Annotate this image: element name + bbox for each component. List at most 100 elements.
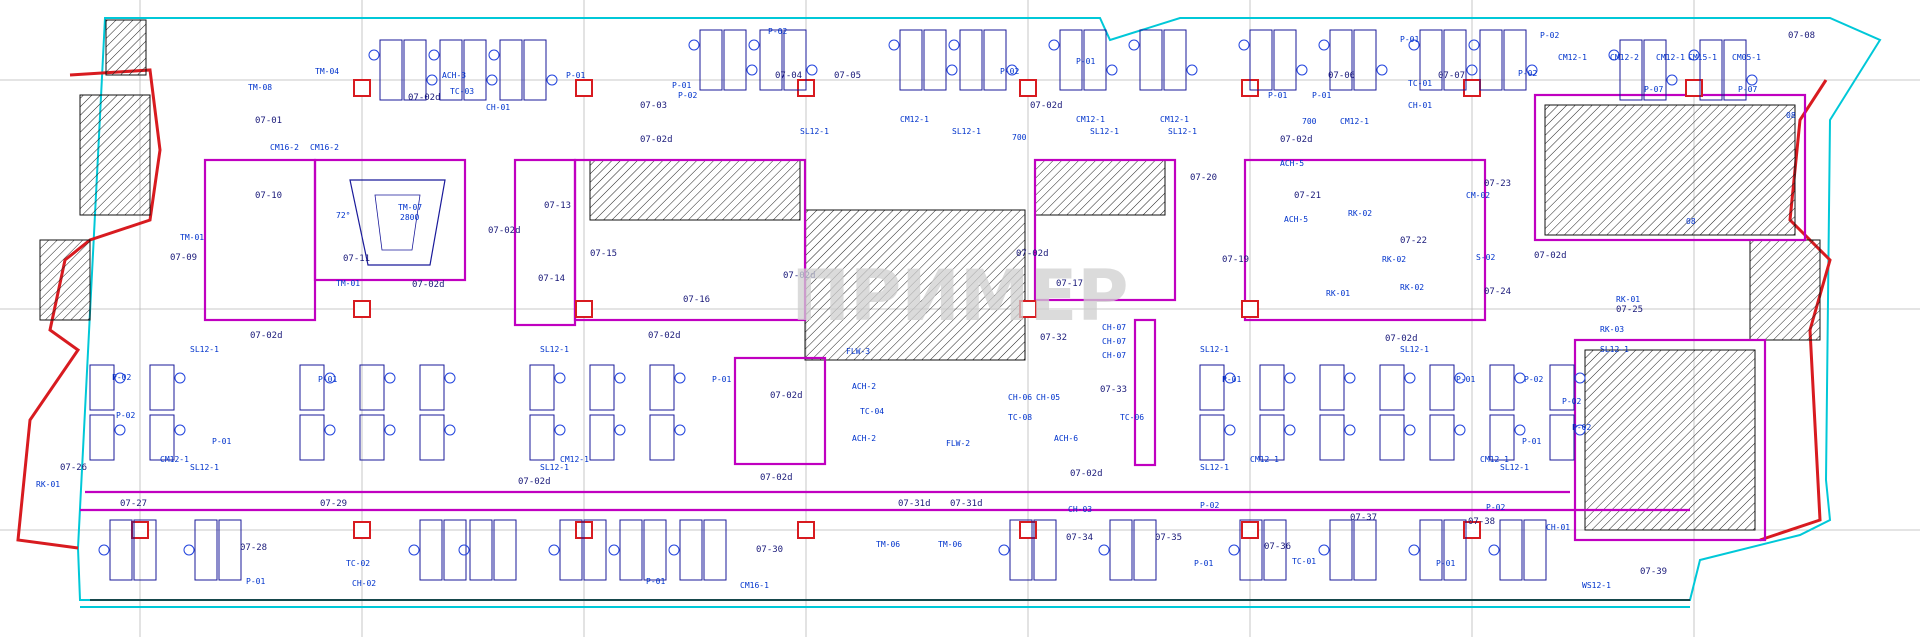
furniture-label: P-01 [1456,375,1475,384]
desk [439,39,463,101]
desk [783,29,807,91]
desk [1329,519,1353,581]
desk [1259,364,1285,411]
furniture-label: FLW-3 [846,347,870,356]
chair [1238,39,1250,51]
furniture-label: P-01 [1400,35,1419,44]
furniture-label: SL12-1 [190,345,219,354]
desk [218,519,242,581]
furniture-label: CH-01 [1546,523,1570,532]
column [797,521,815,539]
furniture-label: RK-01 [1326,289,1350,298]
chair [668,544,680,556]
room-label: 07-31d [898,499,931,509]
desk [1489,414,1515,461]
furniture-label: CH-05 [1036,393,1060,402]
room-label: 07-02d [1030,101,1063,111]
desk [1059,29,1083,91]
furniture-label: P-01 [1522,437,1541,446]
room-label: 07-35 [1155,533,1182,543]
desk [1549,364,1575,411]
chair [1574,424,1586,436]
desk [109,519,133,581]
chair [1454,424,1466,436]
desk [1009,519,1033,581]
furniture-label: CH-02 [352,579,376,588]
room-label: 07-29 [320,499,347,509]
desk [359,364,385,411]
chair [1488,544,1500,556]
room-label: 07-38 [1468,517,1495,527]
chair [174,424,186,436]
furniture-label: TM-06 [876,540,900,549]
chair [444,424,456,436]
room-label: 07-02d [648,331,681,341]
stair-core-left [79,94,151,216]
furniture-label: 700 [1302,117,1317,126]
chair [1318,544,1330,556]
desk [1239,519,1263,581]
desk [1723,39,1747,101]
shaft-left-mid [39,239,91,321]
furniture-label: RK-02 [1400,283,1424,292]
furniture-label: 2800 [400,213,419,222]
furniture-label: CH-06 [1008,393,1032,402]
chair [114,372,126,384]
furniture-label: P-01 [1194,559,1213,568]
chair [98,544,110,556]
desk [1133,519,1157,581]
chair [1318,39,1330,51]
desk [299,364,325,411]
shaft-left-top [105,19,147,76]
column [1685,79,1703,97]
furniture-label: ACH-6 [1054,434,1078,443]
column [353,300,371,318]
room-label: 07-27 [120,499,147,509]
room-label: 07-02d [783,271,816,281]
room-label: 07-09 [170,253,197,263]
chair [1296,64,1308,76]
room-label: 07-39 [1640,567,1667,577]
stair-core-right-top [1544,104,1796,236]
desk [1353,29,1377,91]
desk [299,414,325,461]
desk [1033,519,1057,581]
chair [1514,372,1526,384]
column [353,79,371,97]
chair [948,39,960,51]
chair [688,39,700,51]
room-label: 07-04 [775,71,802,81]
desk [1199,364,1225,411]
furniture-label: TC-01 [1408,79,1432,88]
chair [548,544,560,556]
chair [946,64,958,76]
stair-core-right-bottom [1584,349,1756,531]
desk [1643,39,1667,101]
chair [384,372,396,384]
desk [1199,414,1225,461]
chair [1408,544,1420,556]
column [575,300,593,318]
furniture-label: SL12-1 [1200,463,1229,472]
desk [529,414,555,461]
room-label: 07-22 [1400,236,1427,246]
desk [1699,39,1723,101]
desk [1499,519,1523,581]
room-label: 07-03 [640,101,667,111]
column [353,521,371,539]
furniture-label: CM12-1 [1076,115,1105,124]
chair [1608,49,1620,61]
furniture-label: CM12-1 [1656,53,1685,62]
furniture-label: P-02 [112,373,131,382]
chair [1224,372,1236,384]
desk [1083,29,1107,91]
desk [1443,29,1467,91]
desk [679,519,703,581]
chair [486,74,498,86]
furniture-label: ACH-2 [852,434,876,443]
furniture-label: ACH-5 [1284,215,1308,224]
room-label: 07-20 [1190,173,1217,183]
furniture-label: P-02 [1200,501,1219,510]
desk [703,519,727,581]
